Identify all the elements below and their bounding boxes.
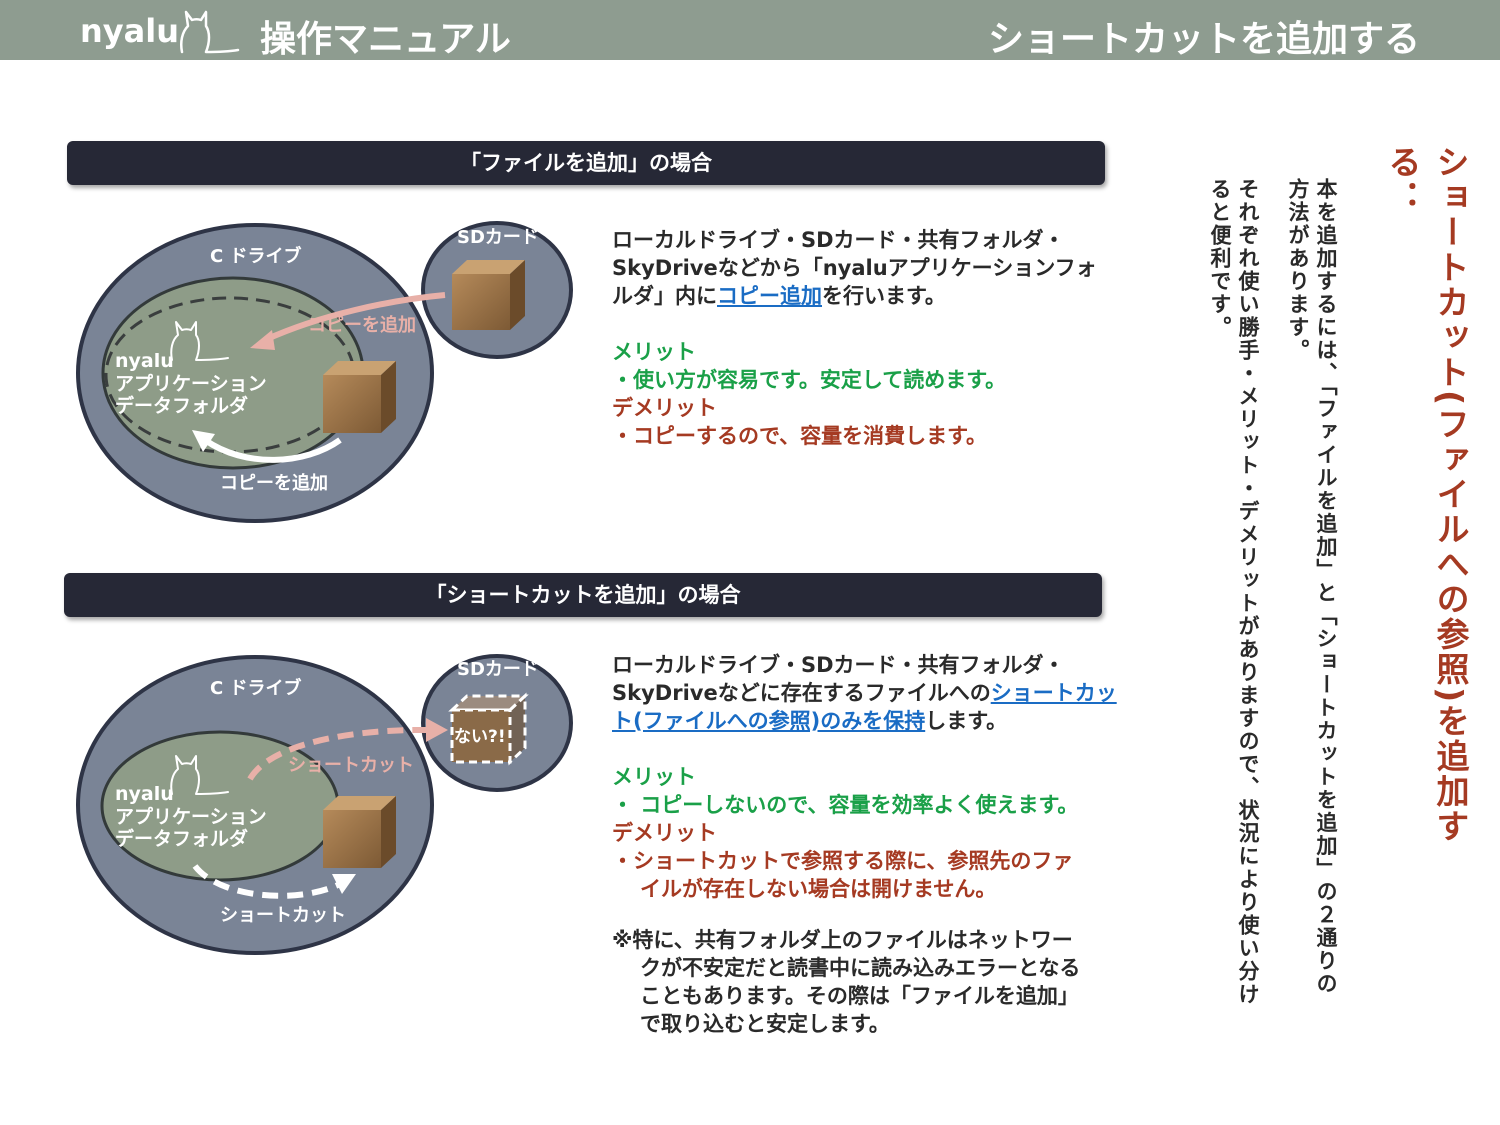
note-line3-content: こともあります。その際は「ファイルを追加」 bbox=[640, 984, 1079, 1008]
drive-file-box bbox=[323, 796, 396, 868]
section2-merit-text: ・ コピーしないので、容量を効率よく使えます。 bbox=[612, 793, 1079, 817]
side-body-col3: それぞれ使い勝手・メリット・デメリットがありますので、状況により使い分け bbox=[1236, 178, 1260, 1006]
section1-merit-text: ・使い方が容易です。安定して読めます。 bbox=[612, 368, 1007, 392]
c-drive-label: C ドライブ bbox=[210, 245, 301, 267]
folder-label-line3: データフォルダ bbox=[115, 827, 248, 850]
section1-desc-paragraph: ローカルドライブ・SDカード・共有フォルダ・SkyDriveなどから「nyalu… bbox=[612, 226, 1112, 310]
note-line3: こともあります。その際は「ファイルを追加」 bbox=[612, 982, 1132, 1010]
section1-demerit-text: ・コピーするので、容量を消費します。 bbox=[612, 424, 988, 448]
shortcut-only-link[interactable]: ショートカット(ファイルへの参照)のみを保持 bbox=[612, 681, 1117, 733]
section2-demerit-text-line2: イルが存在しない場合は開けません。 bbox=[612, 875, 1117, 903]
folder-label-line1: nyalu bbox=[115, 350, 174, 372]
copy-diagram: C ドライブ nyalu アプリケーション データフォルダ SDカード コピーを… bbox=[70, 200, 590, 534]
section2-desc-text: ローカルドライブ・SDカード・共有フォルダ・SkyDriveなどに存在するファイ… bbox=[612, 653, 1065, 705]
shortcut-arrow-to-sd-head bbox=[426, 718, 448, 742]
copy-arrow-from-sd-head bbox=[250, 330, 275, 350]
shortcut-arrow-to-sd bbox=[247, 726, 431, 781]
copy-arrow-from-drive-head bbox=[192, 430, 215, 452]
shared-folder-note: ※特に、共有フォルダ上のファイルはネットワー クが不安定だと読書中に読み込みエラ… bbox=[612, 926, 1132, 1038]
header-bar: nyalu 操作マニュアル ショートカットを追加する bbox=[0, 0, 1500, 60]
shortcut-arrow-bottom-label: ショートカット bbox=[220, 905, 346, 926]
section1-merit-heading: メリット bbox=[612, 340, 696, 364]
copy-arrow-bottom-label: コピーを追加 bbox=[220, 472, 328, 494]
folder-label-line2: アプリケーション bbox=[115, 805, 267, 828]
note-line2: クが不安定だと読書中に読み込みエラーとなる bbox=[612, 954, 1132, 982]
manual-title: 操作マニュアル bbox=[260, 19, 511, 60]
shortcut-diagram: C ドライブ nyalu アプリケーション データフォルダ SDカード ない?!… bbox=[70, 634, 590, 968]
note-line1: ※特に、共有フォルダ上のファイルはネットワー bbox=[612, 928, 1073, 952]
section2-demerit-heading: デメリット bbox=[612, 821, 717, 845]
folder-label-line2: アプリケーション bbox=[115, 372, 267, 395]
section2-desc-paragraph: ローカルドライブ・SDカード・共有フォルダ・SkyDriveなどに存在するファイ… bbox=[612, 651, 1117, 735]
sd-card-label: SDカード bbox=[457, 227, 539, 248]
copy-arrow-from-drive bbox=[203, 437, 342, 463]
section2-merit-heading: メリット bbox=[612, 765, 696, 789]
copy-arrow-from-sd bbox=[263, 292, 446, 343]
section2-description: ローカルドライブ・SDカード・共有フォルダ・SkyDriveなどに存在するファイ… bbox=[612, 651, 1117, 903]
c-drive-label: C ドライブ bbox=[210, 677, 301, 699]
page-title: ショートカットを追加する bbox=[987, 19, 1420, 60]
sd-file-box bbox=[452, 260, 525, 330]
sd-card-label: SDカード bbox=[457, 659, 539, 680]
side-body-col1: 本を追加するには、「ファイルを追加」と「ショートカットを追加」の２通りの bbox=[1314, 178, 1338, 996]
section-bar-add-shortcut: 「ショートカットを追加」の場合 bbox=[64, 573, 1102, 617]
side-body-col2: 方法があります。 bbox=[1286, 178, 1310, 362]
section1-desc-text-end: を行います。 bbox=[822, 284, 946, 308]
section2-demerit-text-line1: ・ショートカットで参照する際に、参照先のファ bbox=[612, 849, 1074, 873]
side-heading: ショートカット(ファイルへの参照)を追加する： bbox=[1383, 145, 1470, 845]
section-bar-add-file: 「ファイルを追加」の場合 bbox=[67, 141, 1105, 185]
note-line4-content: で取り込むと安定します。 bbox=[640, 1012, 890, 1036]
drive-file-box bbox=[323, 361, 396, 433]
missing-file-label: ない?! bbox=[454, 727, 506, 747]
cat-icon bbox=[180, 10, 240, 54]
brand-logo-text: nyalu bbox=[80, 12, 179, 50]
cat-icon bbox=[170, 321, 229, 361]
folder-label-line3: データフォルダ bbox=[115, 394, 248, 417]
folder-label-line1: nyalu bbox=[115, 783, 174, 805]
side-body-col4: ると便利です。 bbox=[1208, 178, 1232, 339]
section1-desc-text: ローカルドライブ・SDカード・共有フォルダ・SkyDriveなどから「nyalu… bbox=[612, 228, 1097, 308]
section1-demerit-heading: デメリット bbox=[612, 396, 717, 420]
section2-desc-text-end: します。 bbox=[925, 709, 1008, 733]
section2-demerit-text-line2-content: イルが存在しない場合は開けません。 bbox=[640, 877, 997, 901]
missing-file-box: ない?! bbox=[448, 692, 529, 766]
shortcut-arrow-top-label: ショートカット bbox=[288, 755, 414, 776]
section1-description: ローカルドライブ・SDカード・共有フォルダ・SkyDriveなどから「nyalu… bbox=[612, 226, 1112, 450]
shortcut-arrow-to-drive bbox=[192, 864, 342, 899]
copy-add-link[interactable]: コピー追加 bbox=[717, 284, 822, 308]
note-line2-content: クが不安定だと読書中に読み込みエラーとなる bbox=[640, 956, 1081, 980]
copy-arrow-top-label: コピーを追加 bbox=[308, 314, 416, 336]
cat-icon bbox=[170, 755, 229, 795]
note-line4: で取り込むと安定します。 bbox=[612, 1010, 1132, 1038]
shortcut-arrow-to-drive-head bbox=[332, 874, 356, 894]
